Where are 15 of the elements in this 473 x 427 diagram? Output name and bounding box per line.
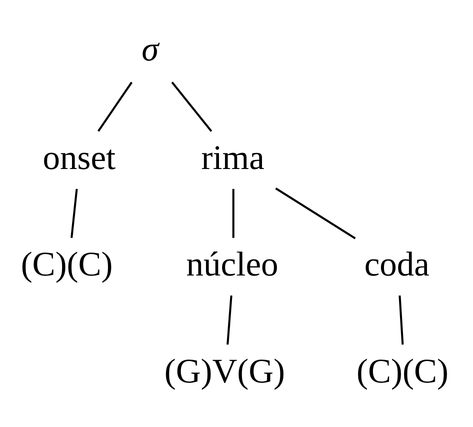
node-text: rima xyxy=(201,138,264,177)
connector xyxy=(232,188,234,238)
node-text: (C)(C) xyxy=(356,352,448,390)
connector xyxy=(226,296,232,345)
connector xyxy=(398,296,404,345)
node-text: núcleo xyxy=(186,246,278,284)
connector xyxy=(70,188,78,238)
node-text: onset xyxy=(42,138,116,177)
connector xyxy=(171,82,212,132)
node-text: coda xyxy=(364,246,430,284)
node-text: (C)(C) xyxy=(20,246,113,284)
node-text: σ xyxy=(142,30,159,69)
node-text: (G)V(G) xyxy=(164,352,286,390)
connector xyxy=(97,82,133,132)
connector xyxy=(275,188,356,240)
